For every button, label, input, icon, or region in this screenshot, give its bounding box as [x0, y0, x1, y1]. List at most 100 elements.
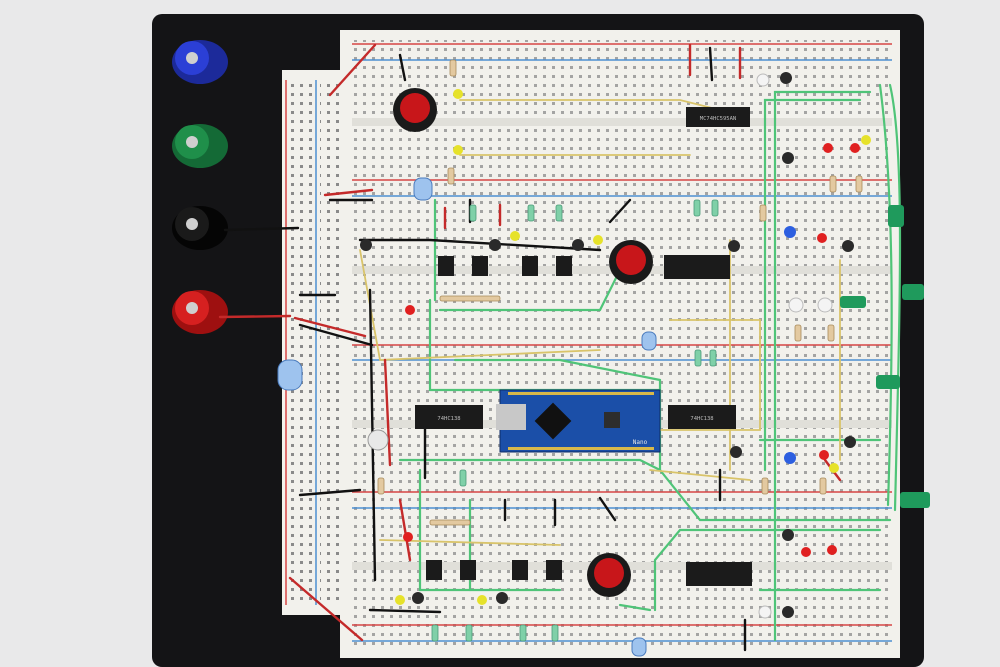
resistor	[449, 59, 457, 77]
transistor	[728, 240, 740, 252]
red-led	[817, 233, 827, 243]
red-led	[405, 305, 415, 315]
integrated-circuits: MC74HC595AN 74HC138 74HC138	[415, 107, 752, 586]
wire-ties	[840, 205, 930, 508]
capacitor	[631, 637, 647, 657]
main-breadboard	[340, 30, 900, 658]
resistor	[827, 324, 835, 342]
transistors	[360, 72, 856, 618]
push-buttons	[393, 88, 653, 597]
transistor	[844, 436, 856, 448]
module-label: Nano	[633, 439, 648, 446]
resistor	[519, 624, 527, 642]
red-led	[403, 532, 413, 542]
resistor	[759, 204, 767, 222]
optocoupler	[522, 256, 538, 276]
yellow-led	[829, 463, 839, 473]
resistor	[465, 624, 473, 642]
resistors	[377, 59, 863, 642]
ic-right-upper	[664, 255, 730, 279]
transistor	[782, 529, 794, 541]
transistor	[842, 240, 854, 252]
green-post-icon[interactable]	[172, 124, 228, 168]
yellow-led	[395, 595, 405, 605]
red-push-button[interactable]	[609, 240, 653, 284]
ic-decoder-right: 74HC138	[668, 405, 736, 429]
resistor	[551, 624, 559, 642]
resistor	[469, 204, 477, 222]
resistor	[439, 295, 501, 302]
transistor	[412, 592, 424, 604]
yellow-led	[593, 235, 603, 245]
ic-decoder-left: 74HC138	[415, 405, 483, 429]
white-led	[817, 297, 833, 313]
capacitor	[277, 359, 303, 391]
resistor	[711, 199, 719, 217]
binding-posts	[172, 40, 228, 334]
transistor	[572, 239, 584, 251]
resistor	[693, 199, 701, 217]
ic-shift-register: MC74HC595AN	[686, 107, 750, 127]
yellow-led	[453, 145, 463, 155]
yellow-led	[861, 135, 871, 145]
resistor	[794, 324, 802, 342]
yellow-led	[477, 595, 487, 605]
capacitor	[413, 177, 433, 201]
red-post-icon[interactable]	[172, 290, 228, 334]
nano-module: Nano	[496, 389, 661, 453]
resistor	[431, 624, 439, 642]
optocoupler	[426, 560, 442, 580]
resistor	[855, 175, 863, 193]
red-led	[801, 547, 811, 557]
transistor	[782, 606, 794, 618]
red-push-button[interactable]	[393, 88, 437, 132]
white-led	[758, 605, 772, 619]
optocoupler	[472, 256, 488, 276]
red-led	[819, 450, 829, 460]
optocoupler	[460, 560, 476, 580]
resistor	[829, 175, 837, 193]
capacitors	[277, 177, 657, 657]
red-led	[850, 143, 860, 153]
blue-led	[784, 452, 796, 464]
transistor	[360, 239, 372, 251]
transistor	[780, 72, 792, 84]
leds	[395, 73, 871, 619]
optocoupler	[546, 560, 562, 580]
potentiometer[interactable]	[367, 429, 389, 451]
optocoupler	[556, 256, 572, 276]
black-post-icon[interactable]	[172, 206, 228, 250]
transistor	[489, 239, 501, 251]
resistor	[819, 477, 827, 495]
ic-right-lower	[686, 562, 752, 586]
resistor	[527, 204, 535, 222]
white-led	[788, 297, 804, 313]
resistor	[459, 469, 467, 487]
resistor	[555, 204, 563, 222]
blue-post-icon[interactable]	[172, 40, 228, 84]
usb-port-icon[interactable]	[496, 404, 526, 430]
capacitor	[641, 331, 657, 351]
white-led	[756, 73, 770, 87]
resistor	[429, 519, 471, 526]
transistor	[782, 152, 794, 164]
ic-label-right: 74HC138	[690, 416, 713, 422]
ic-label-left: 74HC138	[437, 416, 460, 422]
resistor	[377, 477, 385, 495]
transistor	[496, 592, 508, 604]
red-push-button[interactable]	[587, 553, 631, 597]
blue-led	[784, 226, 796, 238]
optocoupler	[512, 560, 528, 580]
resistor	[694, 349, 702, 367]
optocoupler	[438, 256, 454, 276]
red-led	[827, 545, 837, 555]
yellow-led	[510, 231, 520, 241]
resistor	[761, 477, 769, 495]
ic-label-top: MC74HC595AN	[700, 116, 736, 122]
yellow-led	[453, 89, 463, 99]
transistor	[730, 446, 742, 458]
red-led	[823, 143, 833, 153]
resistor	[709, 349, 717, 367]
resistor	[447, 167, 455, 185]
